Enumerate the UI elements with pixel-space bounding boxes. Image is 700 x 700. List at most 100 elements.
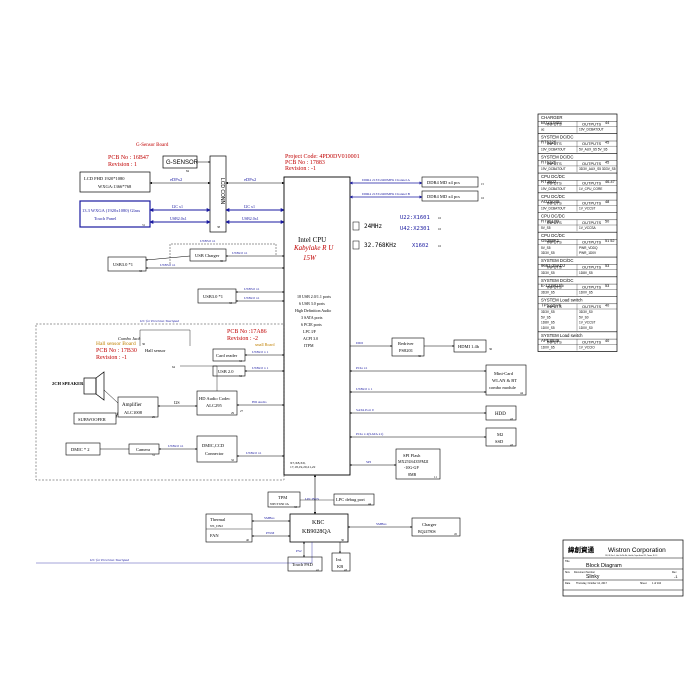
keyboard-num: 43 [344,568,348,572]
tpm-num: 33 [294,505,298,509]
usb30-port1-box [107,256,147,272]
hall-link [139,329,191,346]
tpm: TPM [278,495,287,500]
crystal-24mhz [352,221,360,231]
tpm-model: NPCT650 JA [270,502,289,506]
usb30-port2-bus-b: USB2.0 x1 [244,296,260,300]
power-input-value: 5V_S5 [541,226,551,230]
ddr-n2: 16 [481,196,485,200]
power-input-value: 3D3V_S5 [541,291,555,295]
lcd-conn-box [209,155,227,233]
speaker-label: 2CH SPEAKER [52,381,84,386]
power-output-value: 1V_VCCSA [579,226,597,230]
usb-right: USB2.0x1 [242,216,259,221]
touch-line2: Touch Panel [94,216,117,221]
lcd-fhd: LCD FHD 1920*1080 [84,176,125,181]
m2-num: 43 [510,443,514,447]
power-outputs-header: OUTPUTS [582,339,601,344]
power-output-value: 1D0V_S0 [579,326,593,330]
gsensor-chip: G-SENSOR [166,160,199,166]
project-pcb: PCB No : 17883 [285,160,325,166]
usb-left: USB2.0x1 [170,216,187,221]
usb-wlan-label: USB2.0 x 1 [356,387,373,391]
usb-charger-bus-top: USB3.0 x1 [200,239,216,243]
cpu-feature: 6 PCIE ports [301,322,322,327]
power-output-value: 1V_VCCST [579,321,596,325]
power-input-value: 19V_DCBATOUT [541,187,566,191]
cpu-bottom-line1: X7,X8,X9, [290,461,306,466]
power-outputs-header: OUTPUTS [582,122,601,127]
cpu-feature: ACPI 3.0 [303,336,318,341]
gsensor-chip-num: 84 [186,169,190,173]
tb-address: 21F, 88, Sec.1, Hsin Tai Wu Rd., Hsichih… [605,555,658,557]
power-output-value: 5V_AUX_S5 5V_S5 [579,147,608,151]
amplifier-box [117,396,159,418]
power-inputs-header: INPUTS [547,284,562,289]
touchpad: Touch PAD [292,562,314,567]
power-inputs-header: INPUTS [547,220,562,225]
power-block-title: CPU DC/DC [541,174,565,179]
power-block-page: 48 [605,200,609,204]
power-inputs-header: INPUTS [547,339,562,344]
minicard-num: 44 [520,391,524,395]
tb-sheet-label: Sheet [640,582,647,585]
power-outputs-header: OUTPUTS [582,304,601,309]
dmic-conn-label: Connector [205,451,224,456]
power-input-value: 3D3V_S5 [541,271,555,275]
redriver: Redriver [398,341,414,346]
power-block-title: SYSTEM DC/DC [541,278,573,283]
hdd-box [485,405,517,421]
camera-bus2: USB2.0 x1 [246,451,262,455]
power-outputs-header: OUTPUTS [582,220,601,225]
fan: FAN [210,533,219,538]
power-block-model: BQ24780S [541,120,562,125]
usb20-num: 34 [239,374,243,378]
clock-u22: U22:X1601 [400,215,430,221]
cpu-subtitle: Kabylake R U [293,244,334,252]
tb-sheet: 1 of 104 [652,582,662,585]
power-output-value: 1V_CPU_CORE [579,187,602,191]
power-output-value: PWR_1D0V [579,251,597,255]
power-block-page: 40 [605,339,609,343]
power-output-value: 1V_VCCST [579,207,596,211]
title-block-frame [562,539,684,597]
smbus-right: SMBus [376,522,387,526]
power-inputs-header: INPUTS [547,161,562,166]
power-input-value: 3D3V_S5 [541,310,555,314]
power-block-title: SYSTEM Load switch [541,298,583,303]
touchpad-box [287,556,323,572]
ddr-mem1: DDR4 MD x4 pcs [427,180,460,185]
hall-num: 64 [172,365,176,369]
subwoofer: SUBWOOFER [78,417,106,422]
power-block-title: CHARGER [541,115,563,120]
power-input-value: 1D0V_S5 [541,346,555,350]
edp-right: eDPx2 [244,177,256,182]
cpu-power: 15W [303,254,317,262]
power-block-title: SYSTEM DC/DC [541,135,573,140]
tb-doc: Slinky [586,574,600,580]
cpu-bottom-line2: 17,18,19,20,21,22 [290,465,316,470]
hdmi-num: 36 [489,347,493,351]
pwm: PWM [266,531,275,535]
ddr-bus1: DDR4 2133/2400MHz Channel A [362,178,410,182]
codec-combo-link [180,365,218,391]
power-block-model: RT6226 [541,140,557,145]
cpu-feature: 3 SATA ports [301,315,323,320]
power-block-page: 44 [605,121,609,125]
tb-date-label: Date [565,582,571,585]
io-board-note: I2C for Precision Touchpad [139,319,179,323]
tpm-box [267,491,301,508]
amplifier-num: 29 [152,415,156,419]
gsensor-rev: Revision : 1 [108,162,137,168]
pcie4-label: PCIe x 4(SATA x1) [356,432,384,436]
crystal-32khz [352,240,360,250]
tb-rev-label: Rev [672,571,677,574]
tb-title: Block Diagram [586,563,622,569]
usb30-port1: USB3.0 *1 [113,262,133,267]
hdd-num: 43 [510,417,514,421]
power-block-model: 9661-25ADJ [541,263,565,268]
power-block-model: APE8939 [541,338,560,343]
title-block: 緯創資通 Wistron Corporation 21F, 88, Sec.1,… [562,539,684,597]
i2c-left: I2C x1 [172,204,183,209]
power-block-model: RT9610B [541,219,559,224]
